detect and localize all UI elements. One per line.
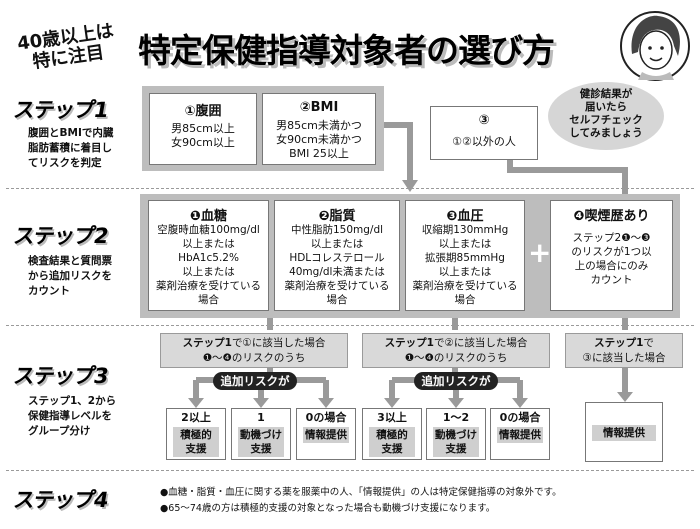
step3-condition-3: ステップ1で ③に該当した場合: [565, 333, 683, 368]
step3-condition-2: ステップ1で②に該当した場合 ❶〜❹のリスクのうち: [362, 333, 550, 368]
note-1: ●血糖・脂質・血圧に関する薬を服薬中の人、「情報提供」の人は特定保健指導の対象外…: [160, 487, 562, 498]
page-title: 特定保健指導対象者の選び方: [138, 31, 555, 70]
result-2-active: 3以上 積極的支援: [362, 408, 422, 460]
woman-avatar-icon: [620, 11, 690, 81]
step2-box-lipid: ❷脂質 中性脂肪150mg/dl 以上または HDLコレステロール 40mg/d…: [274, 200, 400, 311]
step2-box-blood-sugar: ❶血糖 空腹時血糖100mg/dl 以上または HbA1c5.2% 以上または …: [148, 200, 269, 311]
plus-sign: +: [528, 236, 552, 269]
speech-bubble: [548, 82, 664, 150]
speech-bubble-text: 健診結果が 届いたら セルフチェック してみましょう: [569, 88, 643, 139]
step2-description: 検査結果と質問票 から追加リスクを カウント: [28, 255, 112, 297]
step2-box-blood-pressure: ❸血圧 収縮期130mmHg 以上または 拡張期85mmHg 以上または 薬剤治…: [405, 200, 525, 311]
result-1-active: 2以上 積極的支援: [166, 408, 226, 460]
additional-risk-pill-2: 追加リスクが: [414, 372, 498, 390]
step1-box-waist: ①腹囲 男85cm以上 女90cm以上: [149, 93, 257, 165]
additional-risk-pill-1: 追加リスクが: [213, 372, 297, 390]
result-1-motivation: 1 動機づけ支援: [231, 408, 291, 460]
step3-condition-1: ステップ1で①に該当した場合 ❶〜❹のリスクのうち: [160, 333, 348, 368]
result-1-info: 0の場合 情報提供: [296, 408, 356, 460]
divider-3: [6, 470, 694, 471]
step2-box-smoking: ❹喫煙歴あり ステップ2❶〜❸ のリスクが1つ以 上の場合にのみ カウント: [550, 200, 673, 311]
result-2-motivation: 1〜2 動機づけ支援: [426, 408, 486, 460]
step1-box-other: ③ ①②以外の人: [430, 106, 538, 160]
step1-box-bmi: ②BMI 男85cm未満かつ 女90cm未満かつ BMI 25以上: [262, 93, 376, 165]
result-3-info: 情報提供: [585, 402, 663, 462]
divider-1: [6, 188, 694, 189]
result-2-info: 0の場合 情報提供: [490, 408, 550, 460]
step3-description: ステップ1、2から 保健指導レベルを グループ分け: [28, 395, 117, 437]
divider-2: [6, 325, 694, 326]
note-2: ●65〜74歳の方は積極的支援の対象となった場合も動機づけ支援になります。: [160, 503, 496, 514]
step1-description: 腹囲とBMIで内臓 脂肪蓄積に着目し てリスクを判定: [28, 127, 114, 169]
